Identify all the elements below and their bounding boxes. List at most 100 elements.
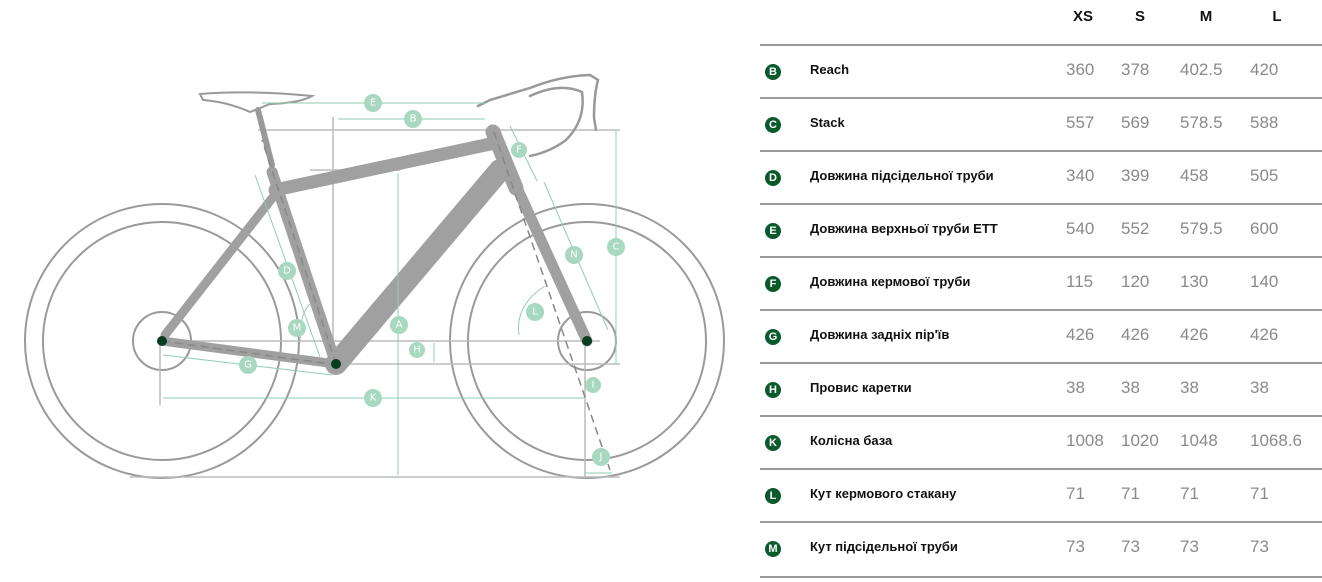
top-tube [268,136,502,197]
svg-text:I: I [592,380,595,391]
label-a: A [390,316,408,334]
row-value-l: 600 [1250,219,1279,238]
row-value-l: 73 [1250,537,1269,556]
row-value-s: 378 [1121,60,1150,79]
bike-geometry-diagram: E B F C N D L M A H G I K J [24,73,725,479]
fork [512,184,593,347]
row-value-xs: 71 [1066,484,1085,503]
label-b: B [404,110,422,128]
row-name: Довжина кермової труби [810,274,971,289]
badge-icon: F [765,276,781,292]
saddle [198,91,316,114]
row-value-s: 399 [1121,166,1150,185]
svg-text:D: D [283,266,291,277]
row-name: Колісна база [810,433,893,448]
label-l: L [526,303,544,321]
rear-axle-point [157,336,167,346]
badge-icon: C [765,117,781,133]
row-value-m: 73 [1180,537,1199,556]
label-k: K [364,389,382,407]
row-value-m: 426 [1180,325,1209,344]
row-name: Кут кермового стакану [810,486,957,501]
label-d: D [278,262,296,280]
size-header-l: L [1272,8,1282,25]
label-f: F [511,142,527,158]
svg-text:L: L [532,307,538,318]
row-value-m: 402.5 [1180,60,1223,79]
dashed-axes [161,131,611,471]
row-value-l: 588 [1250,113,1279,132]
badge-icon: H [765,382,781,398]
row-value-m: 1048 [1180,431,1218,450]
row-value-xs: 360 [1066,60,1095,79]
badge-icon: L [765,488,781,504]
svg-text:E: E [370,98,376,109]
row-value-xs: 540 [1066,219,1095,238]
row-value-l: 38 [1250,378,1269,397]
row-name: Довжина задніх пір'їв [810,327,950,342]
row-value-xs: 557 [1066,113,1095,132]
bottom-bracket-point [331,359,341,369]
row-value-s: 1020 [1121,431,1159,450]
row-value-xs: 340 [1066,166,1095,185]
svg-text:G: G [244,360,252,371]
badge-icon: G [765,329,781,345]
size-header-s: S [1134,8,1145,25]
row-value-s: 426 [1121,325,1150,344]
svg-text:B: B [410,114,417,125]
svg-text:C: C [613,242,620,253]
row-name: Кут підсідельної труби [810,539,958,554]
svg-text:N: N [570,250,577,261]
dimension-labels: E B F C N D L M A H G I K J [239,94,625,466]
row-value-m: 130 [1180,272,1209,291]
row-value-l: 505 [1250,166,1279,185]
badge-icon: K [765,435,781,451]
label-c: C [607,238,625,256]
handlebar [476,73,600,158]
label-j: J [592,448,610,466]
table-row: L Кут кермового стакану 71 71 71 71 [760,468,1322,523]
down-tube [325,159,511,375]
badge-icon: M [765,541,781,557]
row-name: Провис каретки [810,380,912,395]
svg-text:J: J [599,452,603,463]
svg-text:H: H [413,345,421,356]
row-value-s: 73 [1121,537,1140,556]
row-value-m: 579.5 [1180,219,1223,238]
row-value-m: 71 [1180,484,1199,503]
row-value-l: 71 [1250,484,1269,503]
row-value-xs: 426 [1066,325,1095,344]
svg-text:M: M [293,323,302,334]
row-value-xs: 115 [1066,272,1094,291]
size-header-m: M [1199,8,1213,25]
reference-lines [130,117,620,478]
row-value-m: 458 [1180,166,1209,185]
svg-text:F: F [516,145,522,156]
row-value-l: 140 [1250,272,1279,291]
row-value-m: 38 [1180,378,1199,397]
badge-icon: E [765,223,781,239]
row-value-m: 578.5 [1180,113,1223,132]
label-g: G [239,356,257,374]
row-name: Reach [810,62,850,77]
label-i: I [585,377,601,393]
row-value-l: 420 [1250,60,1279,79]
row-value-s: 71 [1121,484,1140,503]
row-value-s: 552 [1121,219,1150,238]
svg-text:A: A [396,320,403,331]
svg-text:K: K [370,393,377,404]
head-tube [485,124,524,196]
seatstay [160,187,282,340]
row-value-xs: 1008 [1066,431,1104,450]
row-name: Довжина підсідельної труби [810,168,994,183]
